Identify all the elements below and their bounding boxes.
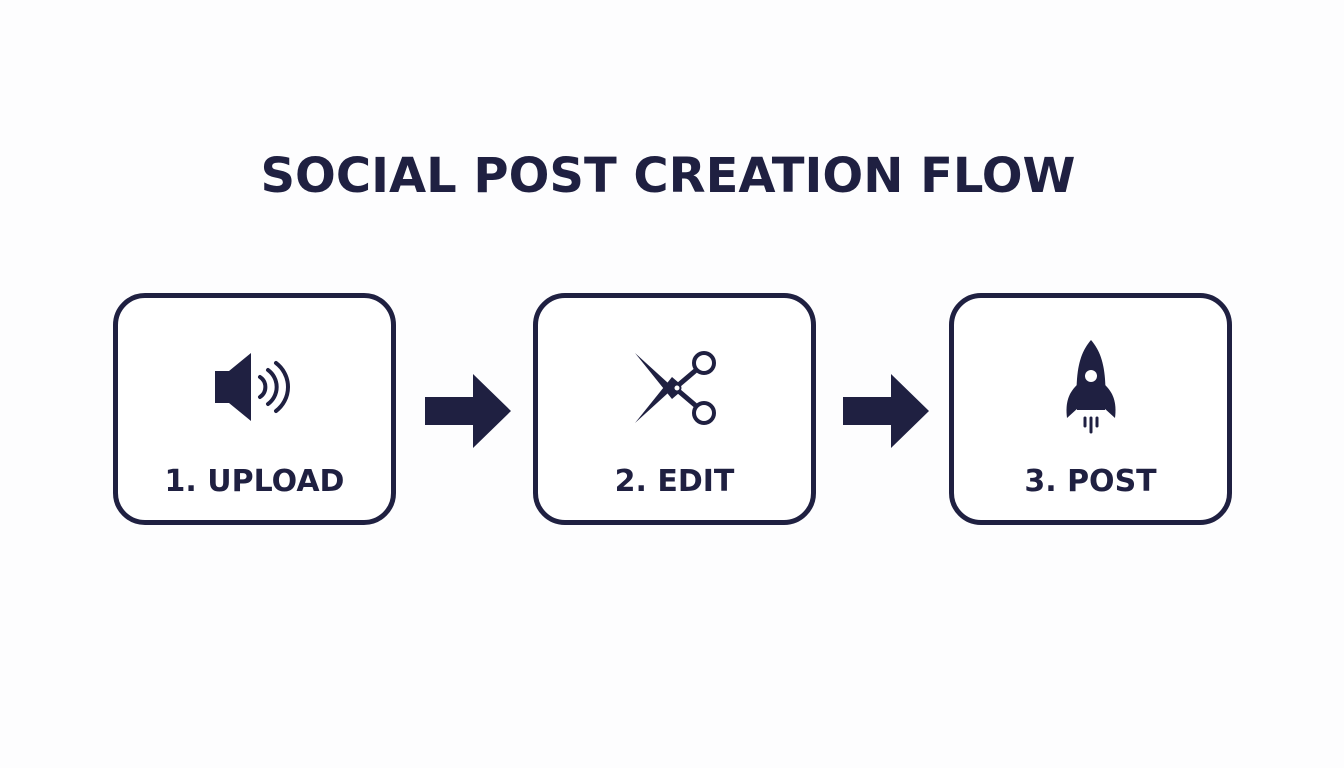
arrow-right-icon xyxy=(425,374,511,448)
diagram-title: SOCIAL POST CREATION FLOW xyxy=(260,148,1076,204)
speaker-icon xyxy=(118,343,391,433)
step-edit-box: 2. EDIT xyxy=(533,293,816,525)
step-post-box: 3. POST xyxy=(949,293,1232,525)
step-label-upload: 1. UPLOAD xyxy=(164,464,345,499)
rocket-icon xyxy=(954,340,1227,434)
scissors-icon xyxy=(538,343,811,433)
arrow-right-icon xyxy=(843,374,929,448)
step-label-edit: 2. EDIT xyxy=(614,464,735,499)
step-label-post: 3. POST xyxy=(1024,464,1157,499)
step-upload-box: 1. UPLOAD xyxy=(113,293,396,525)
